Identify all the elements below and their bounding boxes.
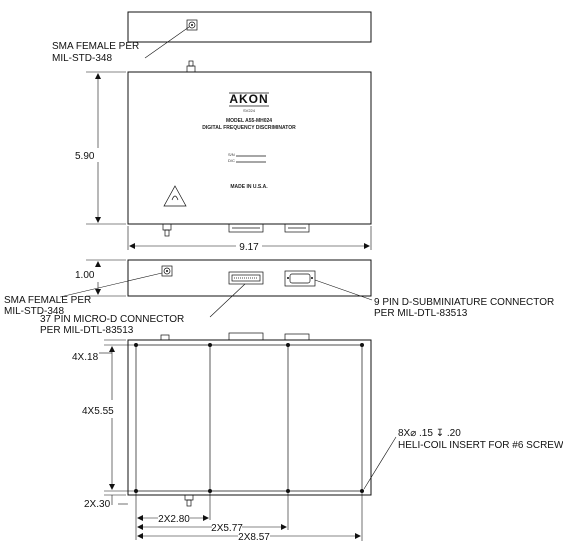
- dsub-connector-front: [284, 223, 310, 233]
- bottom-view: [127, 332, 372, 507]
- dim-hole-span-v: 4X5.55: [82, 346, 134, 492]
- label-sma-top-2: MIL-STD-348: [52, 53, 112, 64]
- leader-micro-d: [209, 283, 246, 318]
- dim-width: 9.17: [127, 226, 372, 253]
- leader-dsub: [314, 279, 373, 301]
- micro-d-connector-front: [228, 223, 264, 233]
- sma-connector-bottom: [162, 223, 172, 237]
- dim-hole-span-v-label: 4X5.55: [82, 406, 114, 417]
- label-dsub-1: 9 PIN D-SUBMINIATURE CONNECTOR: [374, 297, 554, 308]
- label-micro-d-2: PER MIL-DTL-83513: [40, 325, 134, 336]
- plate-model: MODEL A55-MH024: [226, 118, 272, 124]
- top-side-view: [127, 11, 372, 43]
- nameplate: AKON SV224 MODEL A55-MH024 DIGITAL FREQU…: [163, 92, 296, 207]
- label-sma-mid-2: MIL-STD-348: [4, 306, 64, 317]
- top-side-body: [127, 11, 372, 43]
- plate-description: DIGITAL FREQUENCY DISCRIMINATOR: [202, 125, 296, 131]
- mounting-holes: [134, 343, 364, 493]
- dim-hole-offset-bottom-label: 2X.30: [84, 499, 111, 510]
- front-view: AKON SV224 MODEL A55-MH024 DIGITAL FREQU…: [127, 60, 372, 237]
- plate-sn: S/N: [228, 152, 235, 157]
- dim-height: 5.90: [75, 71, 126, 225]
- label-micro-d-1: 37 PIN MICRO-D CONNECTOR: [40, 314, 184, 325]
- label-helicoil-2: HELI-COIL INSERT FOR #6 SCREW: [398, 440, 563, 451]
- dim-width-label: 9.17: [239, 242, 259, 253]
- dim-hole-offset-top-label: 4X.18: [72, 352, 99, 363]
- dim-thickness: 1.00: [75, 259, 126, 297]
- akon-logo: AKON: [229, 92, 268, 106]
- leader-sma-top: [144, 26, 190, 59]
- label-sma-mid-1: SMA FEMALE PER: [4, 295, 91, 306]
- plate-subtitle: SV224: [243, 108, 256, 113]
- sma-connector-bottom-view: [184, 494, 194, 507]
- dim-height-label: 5.90: [75, 151, 95, 162]
- plate-made-in: MADE IN U.S.A.: [230, 184, 268, 190]
- side-body: [127, 259, 372, 297]
- sma-connector-side: [161, 265, 173, 277]
- bottom-top-connectors: [160, 332, 310, 341]
- leader-sma-mid: [59, 272, 163, 298]
- dim-thickness-label: 1.00: [75, 270, 95, 281]
- sma-connector-top: [186, 60, 196, 73]
- micro-d-connector: [228, 271, 264, 285]
- label-helicoil-1: 8X⌀ .15 ↧ .20: [398, 428, 461, 439]
- dim-hole-x3-label: 2X8.57: [238, 532, 270, 543]
- side-view: [127, 259, 372, 297]
- dim-hole-offset-bottom: 2X.30: [84, 494, 128, 510]
- dsub-connector: [284, 270, 316, 287]
- bottom-body: [127, 339, 372, 496]
- label-sma-top-1: SMA FEMALE PER: [52, 41, 139, 52]
- leader-helicoil: [363, 436, 397, 490]
- esd-warning-icon: [163, 185, 187, 207]
- dim-hole-x1-label: 2X2.80: [158, 514, 190, 525]
- dim-hole-offset-top: 4X.18: [72, 339, 134, 363]
- dim-hole-x2-label: 2X5.77: [211, 523, 243, 534]
- dim-hole-x: 2X2.80 2X5.77 2X8.57: [135, 493, 363, 543]
- plate-dc: D/C: [228, 158, 235, 163]
- sma-connector-top-side: [186, 19, 198, 31]
- label-dsub-2: PER MIL-DTL-83513: [374, 308, 468, 319]
